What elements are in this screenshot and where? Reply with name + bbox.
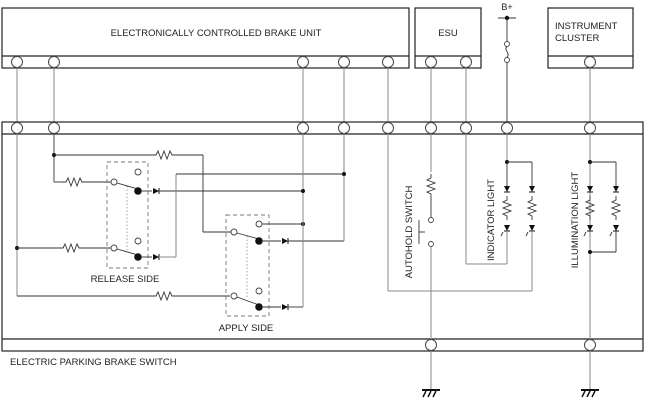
release-apply-circuit (15, 133, 233, 301)
ecbu-label: ELECTRONICALLY CONTROLLED BRAKE UNIT (111, 28, 322, 39)
esu-connector (425, 56, 437, 68)
cluster-connector (584, 56, 596, 68)
esu-box: ESU (414, 7, 482, 69)
cluster-label-line2: CLUSTER (555, 33, 599, 44)
ecbu-lines (301, 133, 346, 307)
fuse-icon (504, 41, 510, 63)
release-side-label: RELEASE SIDE (91, 274, 160, 285)
instrument-cluster-box: INSTRUMENT CLUSTER (547, 7, 634, 69)
ecbu-connector (48, 56, 60, 68)
apply-side-switch: APPLY SIDE (219, 214, 344, 334)
indicator-light: INDICATOR LIGHT (465, 133, 537, 291)
autohold-switch: AUTOHOLD SWITCH (387, 133, 532, 340)
esu-connector (460, 56, 472, 68)
harness-wires (16, 67, 591, 122)
illumination-light: ILLUMINATION LIGHT (570, 133, 621, 340)
battery-plus-label: B+ (501, 2, 512, 12)
ecbu-connector (338, 56, 350, 68)
ground-illumination-icon (580, 350, 600, 398)
illumination-light-label: ILLUMINATION LIGHT (570, 172, 581, 269)
power-supply: B+ (498, 2, 516, 122)
cluster-label-line1: INSTRUMENT (555, 21, 617, 32)
epb-switch-box (1, 121, 644, 352)
indicator-light-label: INDICATOR LIGHT (486, 179, 497, 261)
ecbu-connector (297, 56, 309, 68)
release-side-switch: RELEASE SIDE (91, 161, 344, 285)
ecbu-connector (382, 56, 394, 68)
apply-side-label: APPLY SIDE (219, 323, 274, 334)
epb-switch-label: ELECTRIC PARKING BRAKE SWITCH (10, 357, 177, 368)
ground-autohold-icon (421, 350, 441, 398)
ecbu-box: ELECTRONICALLY CONTROLLED BRAKE UNIT (1, 7, 410, 69)
autohold-switch-label: AUTOHOLD SWITCH (404, 186, 415, 279)
ecbu-connector (11, 56, 23, 68)
esu-label: ESU (438, 28, 458, 39)
